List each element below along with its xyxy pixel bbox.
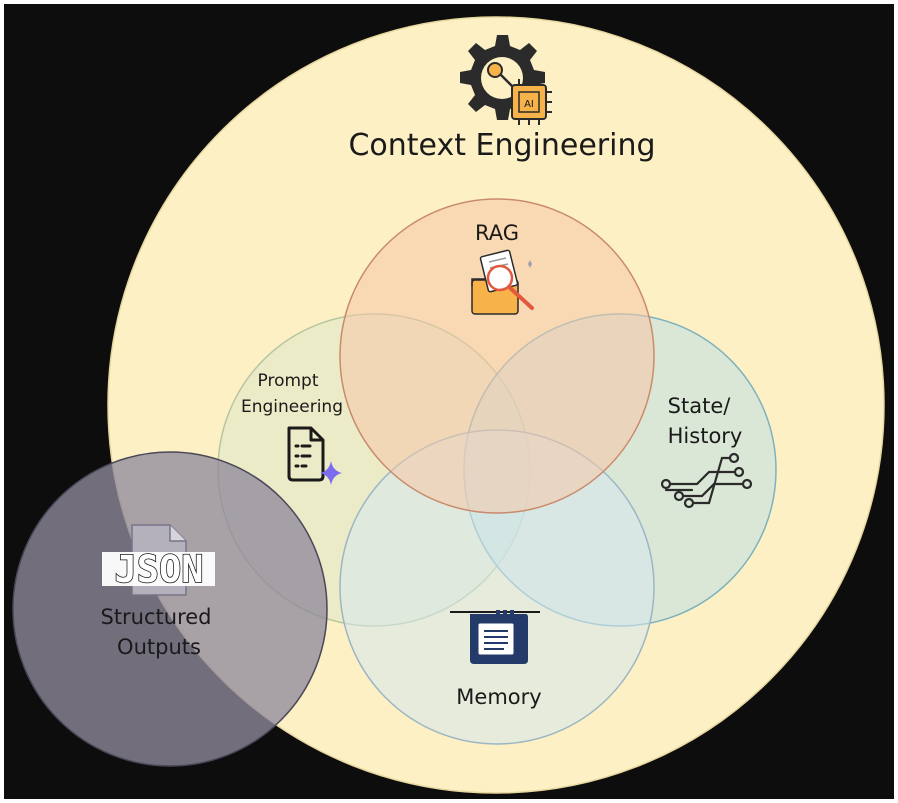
structured-outputs-label-line2: Outputs (117, 635, 201, 659)
circuit-traces-icon (660, 452, 753, 509)
structured-outputs-label-line1: Structured (100, 605, 211, 629)
chip-label: AI (524, 99, 534, 110)
document-sparkle-icon (287, 426, 342, 485)
json-file-icon: JSON (102, 524, 215, 596)
structured-outputs-circle (12, 451, 328, 767)
gear-ai-chip-icon: AI (460, 35, 552, 125)
memory-label: Memory (456, 685, 541, 709)
prompt-engineering-label-line2: Engineering (241, 397, 343, 417)
prompt-engineering-label-line1: Prompt (258, 371, 319, 391)
rag-circle (339, 198, 655, 514)
state-history-label-line1: State/ (668, 394, 732, 418)
rag-label: RAG (475, 221, 519, 245)
diagram-title: Context Engineering (348, 128, 655, 163)
memory-card-icon (450, 610, 540, 664)
state-history-label-line2: History (668, 424, 743, 448)
folder-search-document-icon (471, 249, 534, 315)
json-badge: JSON (114, 548, 203, 591)
